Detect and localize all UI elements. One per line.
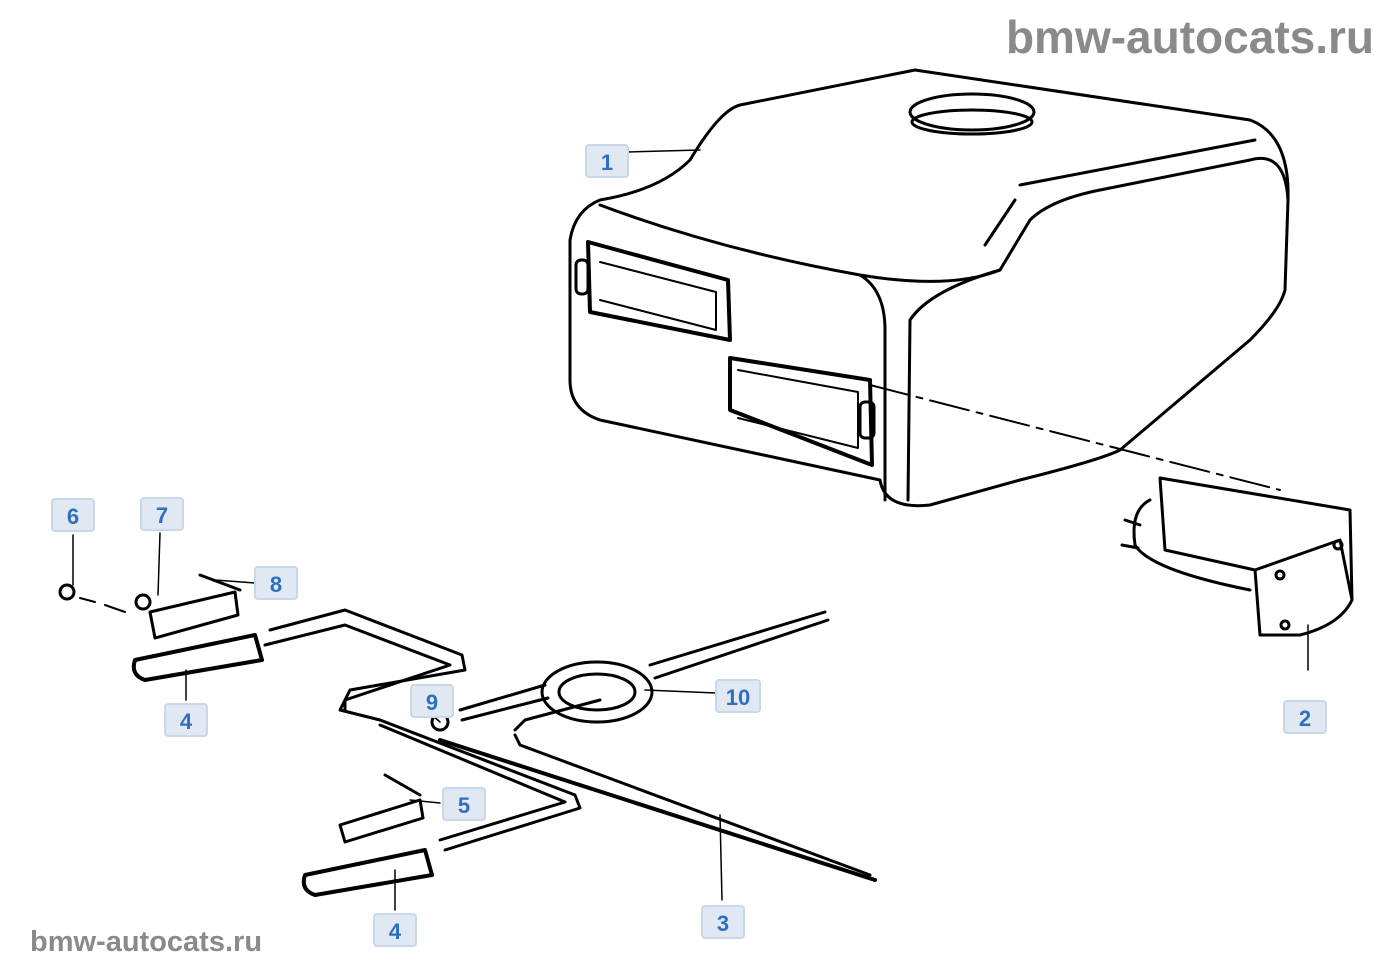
watermark-bottom: bmw-autocats.ru <box>30 926 263 958</box>
callout-nozzle-left[interactable]: 4 <box>164 703 208 737</box>
callout-nozzle-right[interactable]: 4 <box>373 913 417 947</box>
callout-bracket-lower[interactable]: 5 <box>442 787 486 821</box>
callout-grommet[interactable]: 10 <box>715 679 761 713</box>
callout-connector[interactable]: 9 <box>410 684 454 718</box>
callout-bracket-upper[interactable]: 8 <box>254 566 298 600</box>
leader-lines <box>72 149 717 911</box>
callout-pump[interactable]: 2 <box>1283 700 1327 734</box>
callout-hose[interactable]: 3 <box>701 905 745 939</box>
nozzles-and-brackets <box>58 573 434 897</box>
reservoir-tank <box>568 68 1290 508</box>
callout-screw[interactable]: 7 <box>140 497 184 531</box>
hose-assembly <box>263 608 877 901</box>
washer-pump <box>1120 476 1354 671</box>
watermark-top: bmw-autocats.ru <box>1005 11 1374 63</box>
callout-nut[interactable]: 6 <box>51 498 95 532</box>
callout-reservoir[interactable]: 1 <box>585 144 629 178</box>
